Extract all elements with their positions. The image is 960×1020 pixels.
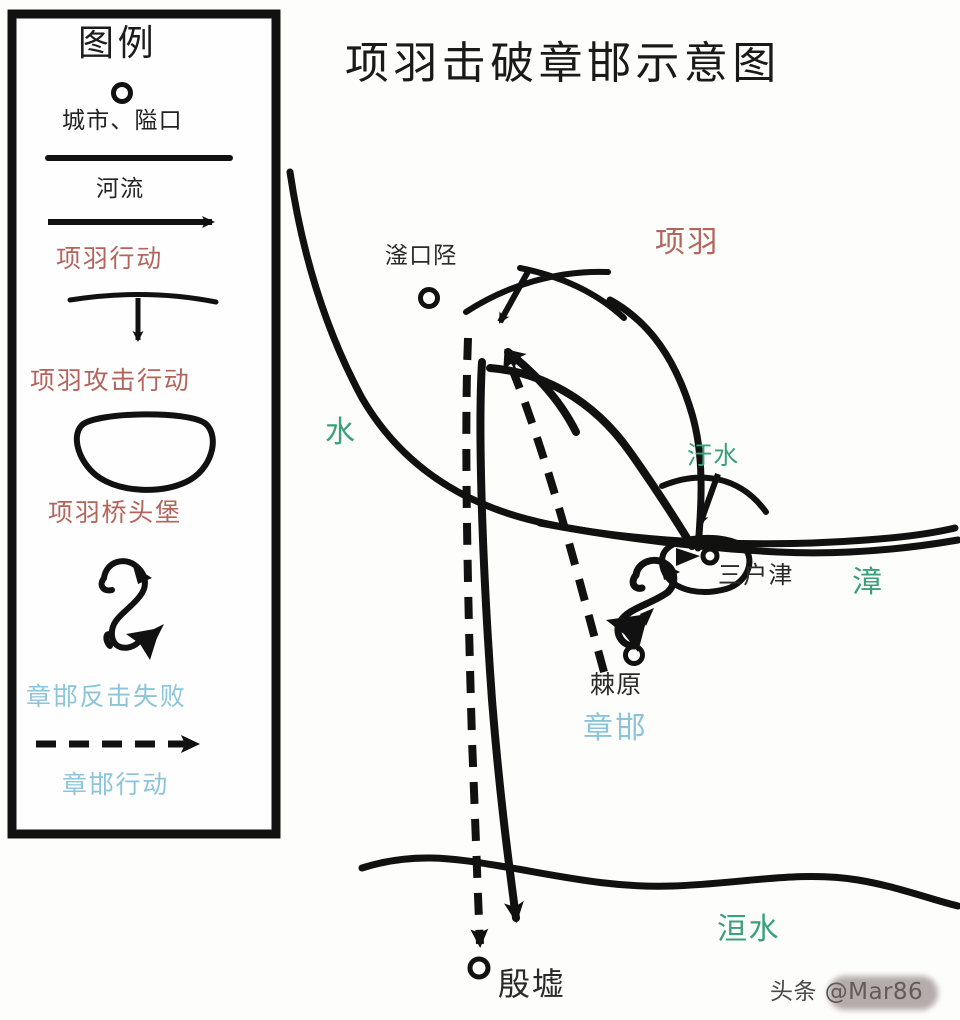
bridgehead-shape-icon xyxy=(73,411,216,493)
river-wushui-path xyxy=(606,296,705,552)
xiangyu-attack-arc-lower xyxy=(659,472,769,526)
map-label-sanhu-ford: 三户津 xyxy=(718,561,794,589)
zhanghan-route-south xyxy=(462,337,489,948)
map-label-fukou-pass: 滏口陉 xyxy=(385,243,458,269)
legend-label-zhanghan-repulse: 章邯反击失败 xyxy=(26,682,187,711)
place-markers xyxy=(418,287,645,980)
xiangyu-attack-arc-upper xyxy=(463,266,611,324)
zhanghan-route-north xyxy=(502,350,608,674)
legend-label-xiangyu-movement: 项羽行动 xyxy=(56,244,164,273)
legend-label-river: 河流 xyxy=(96,176,145,202)
watermark-blur-overlay xyxy=(828,976,938,1010)
map-label-river-wushui: 汙水 xyxy=(687,441,740,470)
map-label-river-shui: 水 xyxy=(325,415,357,450)
map-geography xyxy=(286,168,960,910)
legend-heading: 图例 xyxy=(78,23,158,64)
river-huanshui-path xyxy=(358,854,960,910)
marker-fukou xyxy=(418,287,440,309)
map-label-jiyuan: 棘原 xyxy=(590,670,643,699)
map-label-zhanghan-force: 章邯 xyxy=(583,711,648,746)
legend-label-xiangyu-attack: 项羽攻击行动 xyxy=(30,366,191,395)
repulse-serpentine-icon xyxy=(98,558,148,651)
marker-yinxu xyxy=(467,956,491,980)
page-title: 项羽击破章邯示意图 xyxy=(345,38,781,89)
zhanghan-dashed-routes xyxy=(462,337,608,948)
map-label-river-zhang: 漳 xyxy=(852,565,884,600)
river-zhang-path xyxy=(536,519,960,557)
map-label-xiangyu-force: 项羽 xyxy=(655,225,720,260)
attack-arc-arrow-icon xyxy=(67,291,219,342)
map-label-yinxu: 殷墟 xyxy=(498,965,566,1003)
map-label-river-huanshui: 洹水 xyxy=(717,912,780,947)
legend-label-zhanghan-movement: 章邯行动 xyxy=(62,770,170,799)
xiangyu-movement-route xyxy=(476,348,696,923)
marker-jiyuan xyxy=(623,644,645,666)
legend-label-city-pass: 城市、隘口 xyxy=(62,108,183,134)
circle-marker-icon xyxy=(111,82,133,104)
river-shui-path xyxy=(286,168,959,548)
legend-label-xiangyu-bridgehead: 项羽桥头堡 xyxy=(48,498,182,527)
stream-upper-right-path xyxy=(517,265,627,321)
legend-panel xyxy=(7,9,281,839)
